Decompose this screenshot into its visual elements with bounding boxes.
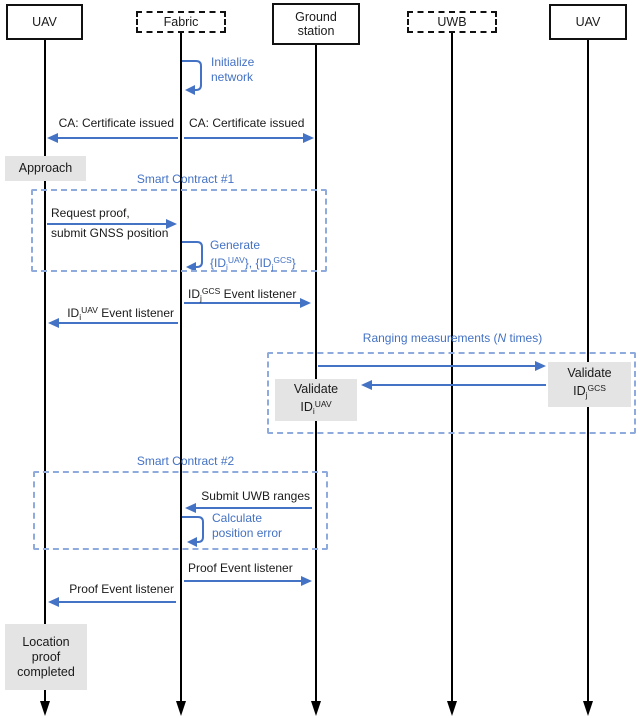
arrowhead-left-icon	[185, 85, 195, 95]
arrowhead-left-icon	[48, 597, 59, 607]
lifeline-arrowhead-icon	[447, 701, 457, 716]
label-submit-uwb-ranges: Submit UWB ranges	[201, 489, 310, 503]
label-smart-contract-1: Smart Contract #1	[136, 172, 235, 186]
fragment-smart-contract-1	[31, 189, 327, 272]
arrowhead-left-icon	[361, 380, 372, 390]
arrowhead-right-icon	[303, 133, 314, 143]
loop-calculate-error	[182, 516, 204, 543]
label-generate-ids: Generate {IDiUAV}, {IDjGCS}	[210, 238, 296, 272]
label-request-proof-line1: Request proof,	[51, 206, 130, 220]
label-ca-certificate-left: CA: Certificate issued	[58, 116, 174, 130]
note-text: IDiUAV	[300, 398, 332, 416]
participant-label: UAV	[32, 15, 57, 29]
fragment-ranging-measurements	[267, 352, 636, 434]
note-validate-gcs: Validate IDjGCS	[548, 362, 631, 407]
participant-label: UAV	[575, 15, 601, 29]
arrowhead-right-icon	[166, 219, 177, 229]
label-ca-certificate-right: CA: Certificate issued	[189, 116, 305, 130]
label-proof-event-listener-left: Proof Event listener	[69, 582, 174, 596]
note-location-proof-completed: Location proof completed	[5, 624, 87, 690]
label-proof-event-listener-right: Proof Event listener	[188, 561, 293, 575]
arrowhead-right-icon	[535, 361, 546, 371]
note-validate-uav: Validate IDiUAV	[275, 379, 357, 421]
lifeline-arrowhead-icon	[583, 701, 593, 716]
fragment-smart-contract-2	[33, 471, 328, 550]
loop-generate-ids	[182, 241, 203, 268]
lifeline-arrowheads	[40, 701, 593, 716]
message-arrows	[47, 133, 546, 607]
note-text: IDjGCS	[573, 383, 606, 400]
note-text: Location	[22, 634, 70, 649]
participant-label: Ground station	[295, 10, 337, 38]
arrowhead-right-icon	[300, 298, 311, 308]
label-ranging-measurements: Ranging measurements (N times)	[362, 331, 543, 345]
label-uav-event-listener: IDiUAV Event listener	[67, 305, 174, 322]
arrowhead-left-icon	[48, 318, 59, 328]
label-request-proof-line2: submit GNSS position	[51, 226, 169, 240]
participant-ground-station: Ground station	[272, 3, 360, 45]
lifeline-arrowhead-icon	[311, 701, 321, 716]
arrowhead-left-icon	[186, 262, 196, 272]
participant-uav-right: UAV	[549, 4, 627, 40]
arrowhead-right-icon	[301, 576, 312, 586]
participant-uav-left: UAV	[6, 4, 83, 40]
participant-fabric: Fabric	[136, 11, 226, 33]
label-smart-contract-2: Smart Contract #2	[136, 454, 235, 468]
participant-label: UWB	[437, 15, 467, 29]
loop-initialize-network	[182, 60, 202, 91]
note-text: Validate	[293, 381, 339, 396]
arrowhead-left-icon	[47, 133, 58, 143]
arrowhead-left-icon	[185, 503, 196, 513]
note-text: completed	[17, 664, 75, 679]
note-text: proof	[31, 649, 61, 664]
arrowhead-left-icon	[187, 537, 197, 547]
note-approach: Approach	[5, 156, 86, 181]
participant-label: Fabric	[163, 15, 199, 29]
label-gcs-event-listener: IDjGCS Event listener	[188, 286, 297, 303]
self-message-loops	[182, 60, 204, 547]
note-text: Validate	[567, 366, 612, 380]
note-text: Approach	[18, 161, 73, 175]
lifeline-arrowhead-icon	[176, 701, 186, 716]
participant-uwb: UWB	[407, 11, 497, 33]
label-calculate-position-error: Calculate position error	[212, 511, 283, 540]
label-initialize-network: Initialize network	[211, 55, 255, 84]
lifeline-arrowhead-icon	[40, 701, 50, 716]
